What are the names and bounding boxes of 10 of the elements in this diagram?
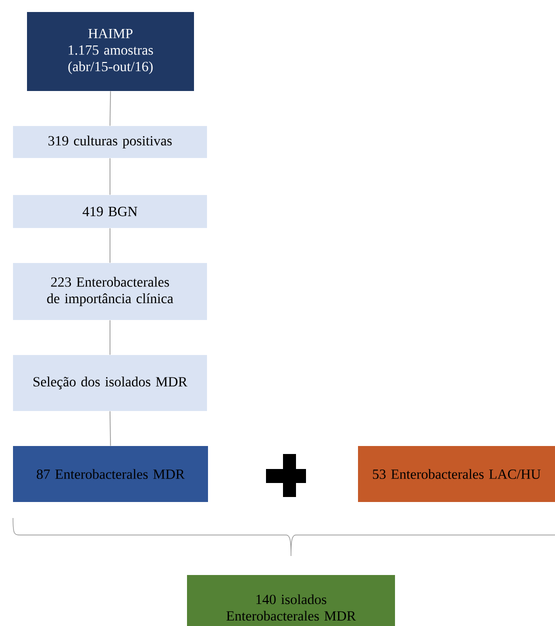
connector-line <box>110 410 111 446</box>
result-box: 140 isolados Enterobacterales MDR <box>187 575 395 626</box>
result-box: 53 Enterobacterales LAC/HU <box>358 446 555 502</box>
process-box: Seleção dos isolados MDR <box>13 355 207 411</box>
result-box: 87 Enterobacterales MDR <box>13 446 208 502</box>
process-box: 223 Enterobacterales de importância clínica <box>13 263 207 320</box>
connector-line <box>110 90 111 126</box>
title-box: HAIMP 1.175 amostras (abr/15-out/16) <box>27 12 194 91</box>
process-box: 319 culturas positivas <box>13 126 207 158</box>
process-box: 419 BGN <box>13 195 207 228</box>
